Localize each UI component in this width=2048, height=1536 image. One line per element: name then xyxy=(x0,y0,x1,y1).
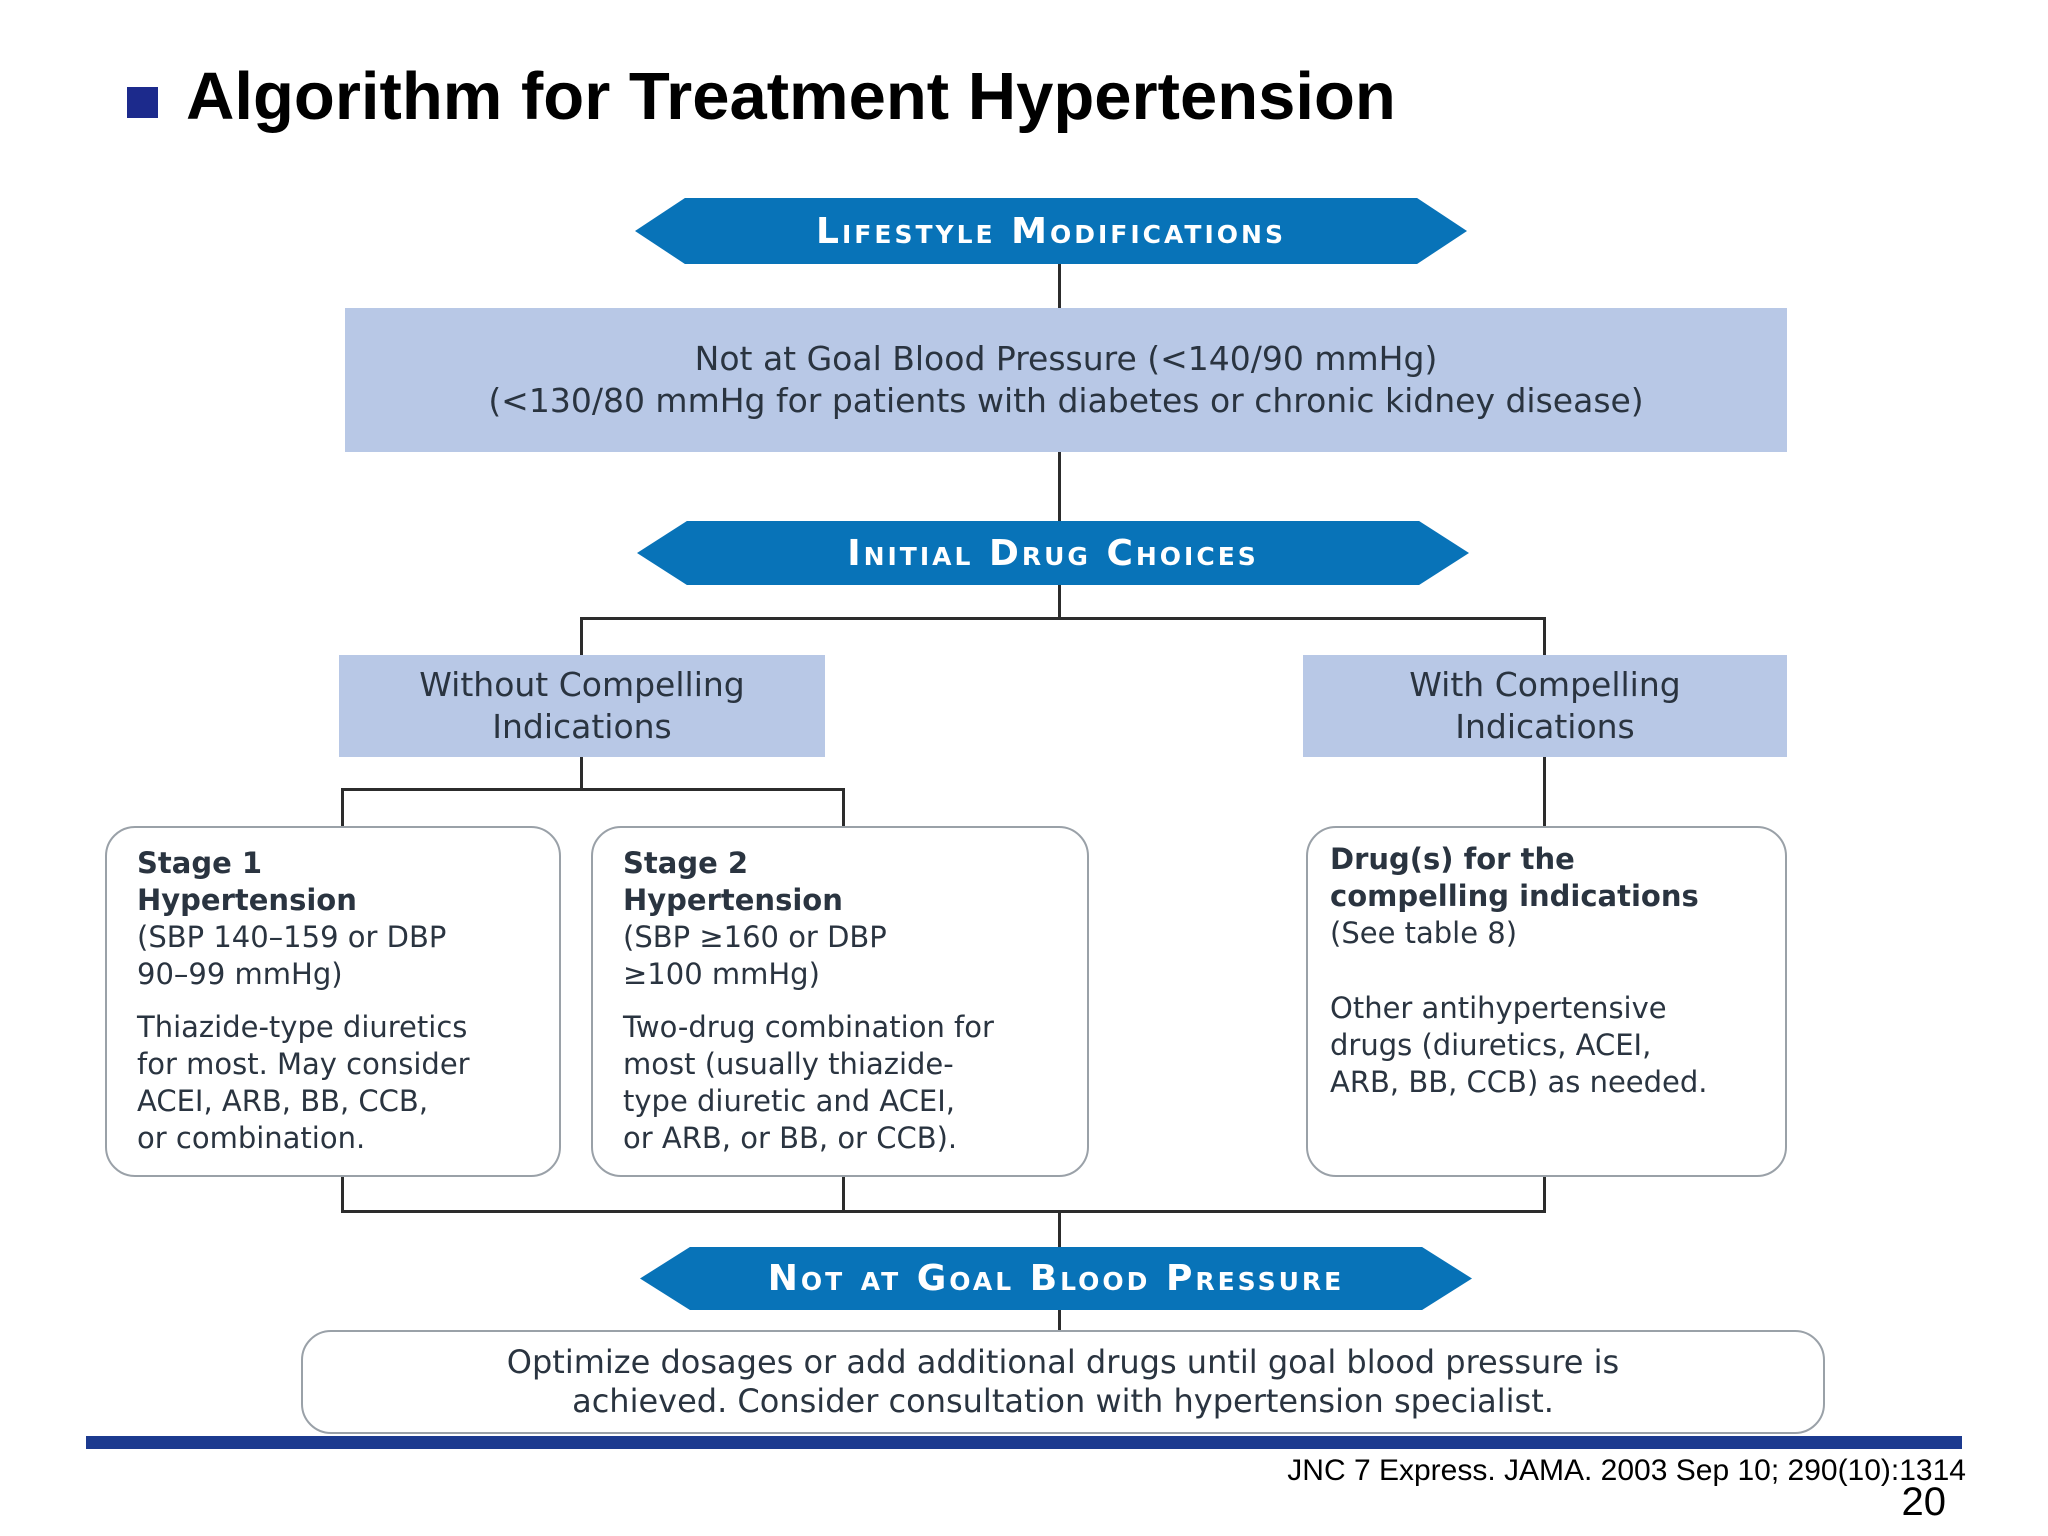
without-compelling-indications-box: Without Compelling Indications xyxy=(339,655,825,757)
compelling-drugs-box: Drug(s) for the compelling indications (… xyxy=(1306,826,1787,1177)
stage1-heading: Stage 1 Hypertension xyxy=(137,846,357,917)
not-at-goal-line1: Not at Goal Blood Pressure (<140/90 mmHg… xyxy=(694,339,1438,378)
initial-drug-choices-label: Initial Drug Choices xyxy=(847,532,1259,574)
footer-bar xyxy=(86,1436,1962,1449)
with-compelling-indications-label: With Compelling Indications xyxy=(1409,665,1681,746)
compelling-drugs-reference: (See table 8) xyxy=(1330,916,1518,950)
lifestyle-modifications-label: Lifestyle Modifications xyxy=(816,210,1286,252)
with-compelling-indications-box: With Compelling Indications xyxy=(1303,655,1787,757)
optimize-dosages-box: Optimize dosages or add additional drugs… xyxy=(301,1330,1825,1434)
without-compelling-indications-label: Without Compelling Indications xyxy=(419,665,745,746)
stage2-criteria: (SBP ≥160 or DBP ≥100 mmHg) xyxy=(623,920,887,991)
optimize-dosages-text: Optimize dosages or add additional drugs… xyxy=(506,1343,1620,1420)
compelling-drugs-other: Other antihypertensive drugs (diuretics,… xyxy=(1330,991,1708,1099)
not-at-goal-banner-label: Not at Goal Blood Pressure xyxy=(767,1258,1345,1299)
initial-drug-choices-banner: Initial Drug Choices xyxy=(637,521,1469,585)
stage1-treatment: Thiazide-type diuretics for most. May co… xyxy=(137,1010,470,1155)
title-bullet-square xyxy=(127,87,158,118)
not-at-goal-line2: (<130/80 mmHg for patients with diabetes… xyxy=(488,381,1644,420)
citation: JNC 7 Express. JAMA. 2003 Sep 10; 290(10… xyxy=(1287,1454,1966,1487)
stage2-treatment: Two-drug combination for most (usually t… xyxy=(623,1010,994,1155)
not-at-goal-box: Not at Goal Blood Pressure (<140/90 mmHg… xyxy=(345,308,1787,452)
slide-title: Algorithm for Treatment Hypertension xyxy=(186,59,1396,134)
stage2-heading: Stage 2 Hypertension xyxy=(623,846,843,917)
lifestyle-modifications-banner: Lifestyle Modifications xyxy=(635,198,1467,264)
stage1-hypertension-box: Stage 1 Hypertension (SBP 140–159 or DBP… xyxy=(105,826,561,1177)
stage2-hypertension-box: Stage 2 Hypertension (SBP ≥160 or DBP ≥1… xyxy=(591,826,1089,1177)
not-at-goal-banner: Not at Goal Blood Pressure xyxy=(640,1247,1472,1310)
stage1-criteria: (SBP 140–159 or DBP 90–99 mmHg) xyxy=(137,920,447,991)
page-number: 20 xyxy=(1901,1480,1947,1524)
compelling-drugs-heading: Drug(s) for the compelling indications xyxy=(1330,842,1699,913)
